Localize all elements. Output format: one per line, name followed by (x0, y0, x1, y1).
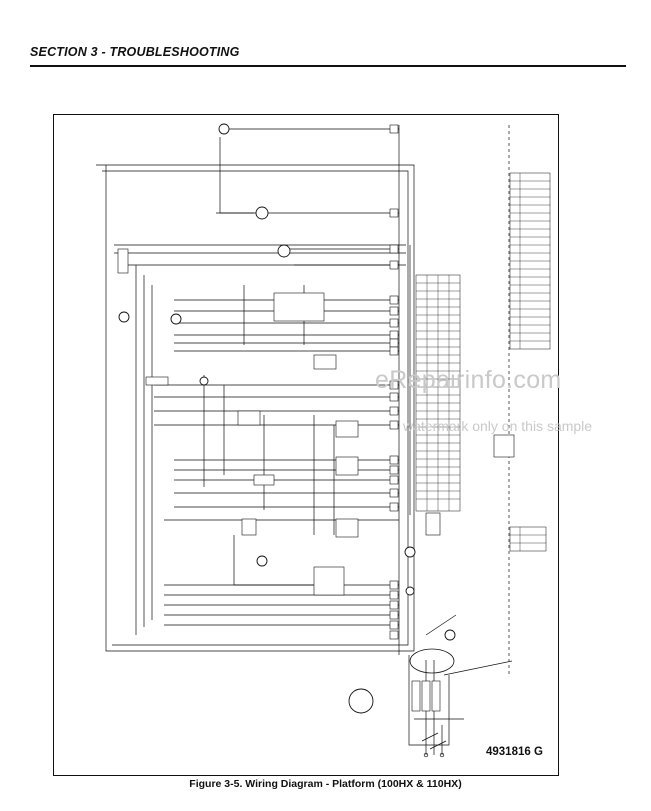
figure-caption: Figure 3-5. Wiring Diagram - Platform (1… (189, 778, 462, 790)
wiring-diagram-frame (53, 114, 559, 776)
section-header: SECTION 3 - TROUBLESHOOTING (30, 45, 240, 59)
wiring-diagram (96, 123, 551, 758)
header-rule (30, 65, 626, 67)
watermark-subtext: watermark only on this sample (403, 418, 593, 434)
part-number: 4931816 G (486, 746, 543, 758)
watermark-text: eRepairinfo.com (375, 366, 562, 394)
